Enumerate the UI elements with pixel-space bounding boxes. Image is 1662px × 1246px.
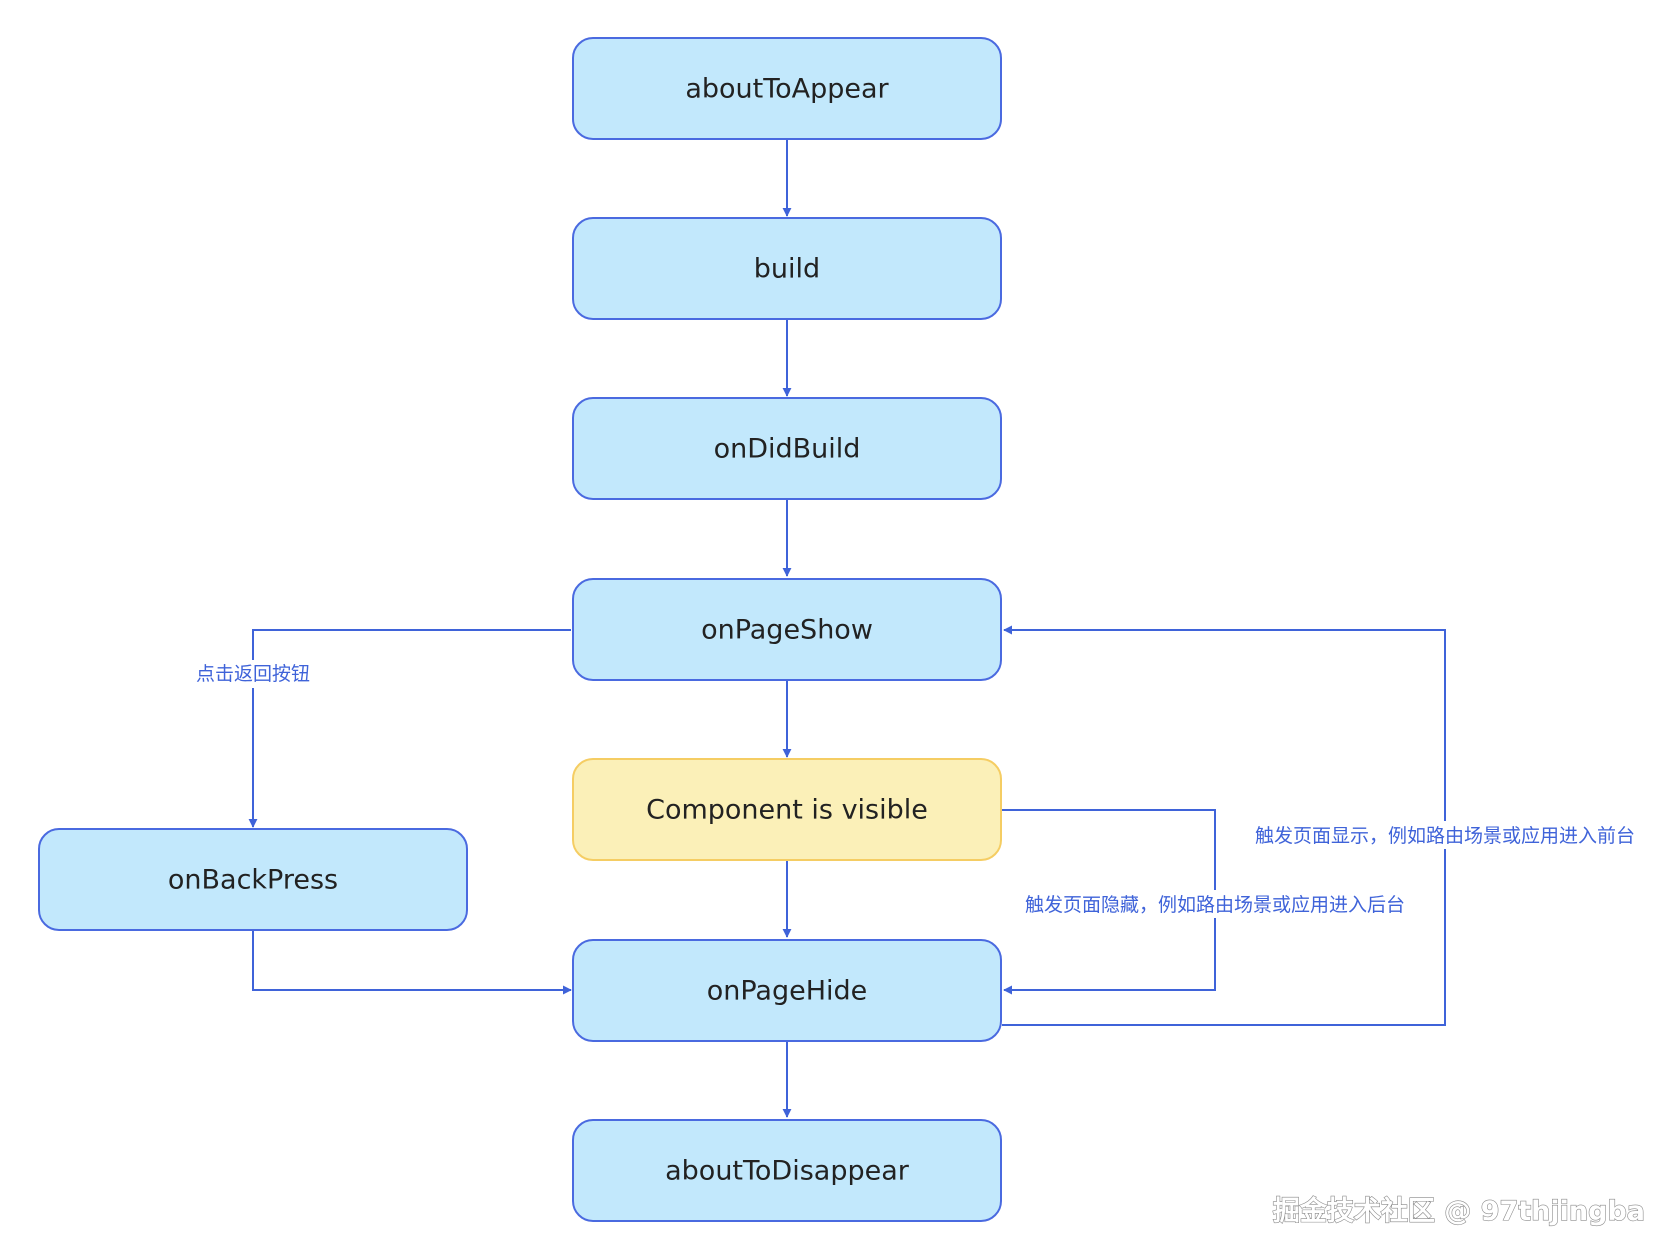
- nodes: aboutToAppear build onDidBuild onPageSho…: [38, 37, 1002, 1222]
- edge-label-back-button: 点击返回按钮: [196, 663, 310, 685]
- edge-on-page-show-to-on-back-press: [248, 629, 571, 828]
- edge-label-page-show: 触发页面显示，例如路由场景或应用进入前台: [1255, 825, 1635, 847]
- node-on-page-hide: onPageHide: [572, 939, 1002, 1042]
- edge-label-back-button-bg: [192, 660, 314, 688]
- node-on-page-hide-label: onPageHide: [707, 976, 868, 1007]
- node-on-page-show-label: onPageShow: [701, 615, 873, 646]
- node-about-to-disappear: aboutToDisappear: [572, 1119, 1002, 1222]
- node-component-visible-label: Component is visible: [646, 795, 928, 826]
- edge-label-page-hide-bg: [1015, 890, 1415, 918]
- node-about-to-appear-label: aboutToAppear: [685, 74, 889, 105]
- node-about-to-appear: aboutToAppear: [572, 37, 1002, 140]
- node-build: build: [572, 217, 1002, 320]
- node-build-label: build: [754, 254, 820, 285]
- node-on-back-press: onBackPress: [38, 828, 468, 931]
- edge-labels: 点击返回按钮 触发页面隐藏，例如路由场景或应用进入后台 触发页面显示，例如路由场…: [192, 660, 1645, 918]
- node-on-page-show: onPageShow: [572, 578, 1002, 681]
- node-about-to-disappear-label: aboutToDisappear: [665, 1156, 910, 1187]
- edge-label-page-hide: 触发页面隐藏，例如路由场景或应用进入后台: [1025, 894, 1405, 916]
- edge-label-page-show-bg: [1245, 821, 1645, 849]
- node-on-did-build-label: onDidBuild: [714, 434, 861, 465]
- node-on-did-build: onDidBuild: [572, 397, 1002, 500]
- edge-on-back-press-to-on-page-hide: [252, 930, 572, 995]
- node-component-visible: Component is visible: [572, 758, 1002, 861]
- watermark: 掘金技术社区 @ 97thjingba: [1273, 1195, 1645, 1227]
- node-on-back-press-label: onBackPress: [168, 865, 338, 896]
